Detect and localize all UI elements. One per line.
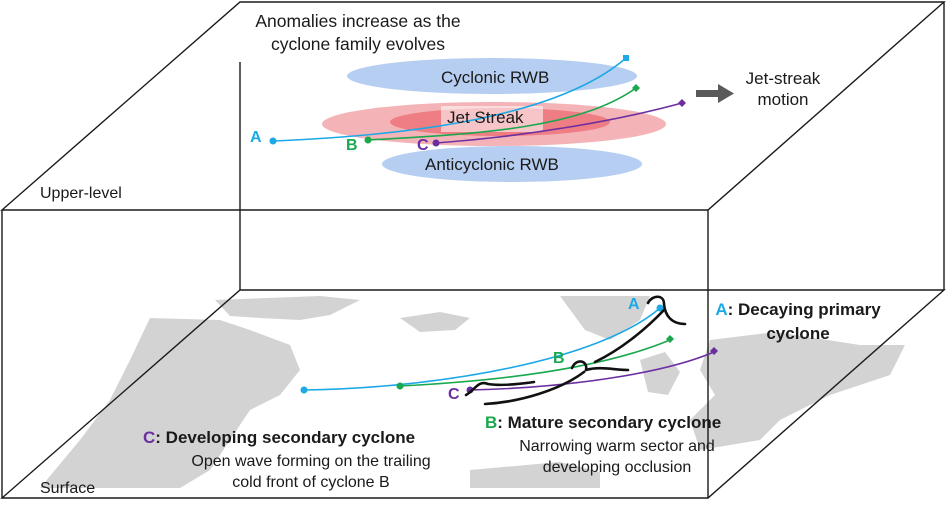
- surface-c-end-marker: [710, 347, 718, 355]
- upper-a-start-dot: [269, 137, 277, 145]
- land-scandinavia: [560, 296, 650, 340]
- front-a-cold: [593, 308, 666, 364]
- surface-b-start-dot: [396, 382, 404, 390]
- surface-track-b-label: B: [553, 350, 565, 367]
- jet-streak-label: Jet Streak: [447, 108, 524, 127]
- front-a-occluded: [646, 295, 687, 326]
- anticyclonic-rwb-ellipse: [382, 146, 642, 182]
- upper-track-markers: [269, 55, 686, 147]
- surface-track-c: [469, 351, 715, 391]
- upper-level-label: Upper-level: [40, 185, 122, 202]
- arrow-head: [718, 84, 734, 103]
- cyclonic-rwb-label: Cyclonic RWB: [441, 68, 550, 87]
- front-c-wave: [464, 380, 536, 397]
- surface-map: [40, 296, 905, 488]
- upper-track-b-label: B: [346, 137, 358, 154]
- surface-b-end-marker: [666, 335, 674, 343]
- anticyclonic-rwb-label: Anticyclonic RWB: [425, 155, 559, 174]
- annotation-c-text: : Developing secondary cyclone: [155, 428, 416, 447]
- surface-tracks: [303, 307, 715, 391]
- annotation-b-desc: Narrowing warm sector and developing occ…: [519, 438, 715, 476]
- annotation-c-desc: Open wave forming on the trailing cold f…: [191, 453, 431, 491]
- upper-track-a: [272, 57, 627, 142]
- annotation-c-title: C: Developing secondary cyclone: [143, 428, 415, 448]
- upper-anomalies: [322, 58, 666, 182]
- jet-streak-label-bg: [441, 106, 543, 132]
- upper-b-start-dot: [364, 136, 372, 144]
- upper-tracks: [272, 57, 683, 144]
- upper-b-end-marker: [632, 84, 640, 92]
- land-uk: [640, 352, 680, 395]
- annotation-b-text: : Mature secondary cyclone: [497, 413, 722, 432]
- jet-motion-label: Jet-streak motion: [745, 69, 821, 109]
- land-greenland-iceland: [215, 296, 360, 320]
- surface-level-label: Surface: [40, 480, 96, 497]
- surface-track-markers: [300, 304, 718, 394]
- land-iberia: [470, 462, 600, 488]
- land-iceland: [400, 312, 470, 332]
- annotation-c-letter: C: [143, 428, 156, 447]
- front-b-cold: [483, 370, 586, 406]
- upper-c-end-marker: [678, 99, 686, 107]
- upper-track-c-label: C: [417, 137, 429, 154]
- surface-track-a: [303, 307, 661, 391]
- surface-a-end-dot: [656, 304, 664, 312]
- annotation-a-text: : Decaying primary cyclone: [727, 300, 881, 343]
- surface-a-start-dot: [300, 386, 308, 394]
- annotation-a-letter: A: [715, 300, 728, 319]
- fronts: [464, 295, 687, 406]
- annotation-b-title: B: Mature secondary cyclone: [485, 413, 721, 433]
- surface-track-c-label: C: [448, 386, 460, 403]
- cyclonic-rwb-ellipse: [347, 58, 637, 94]
- upper-c-start-dot: [432, 139, 440, 147]
- annotation-b-letter: B: [485, 413, 498, 432]
- upper-track-b: [367, 87, 637, 141]
- surface-track-b: [399, 339, 671, 387]
- upper-track-a-label: A: [250, 129, 262, 146]
- upper-track-c: [435, 102, 683, 144]
- upper-a-end-marker: [623, 55, 629, 61]
- jet-motion-arrow: [696, 84, 734, 103]
- front-b-occluded: [570, 360, 630, 372]
- land-north-america: [40, 318, 300, 488]
- upper-title: Anomalies increase as the cyclone family…: [255, 11, 461, 54]
- arrow-shaft: [696, 90, 720, 97]
- land-europe: [690, 332, 905, 450]
- annotation-a: A: Decaying primary cyclone: [688, 298, 908, 346]
- surface-track-a-label: A: [628, 296, 640, 313]
